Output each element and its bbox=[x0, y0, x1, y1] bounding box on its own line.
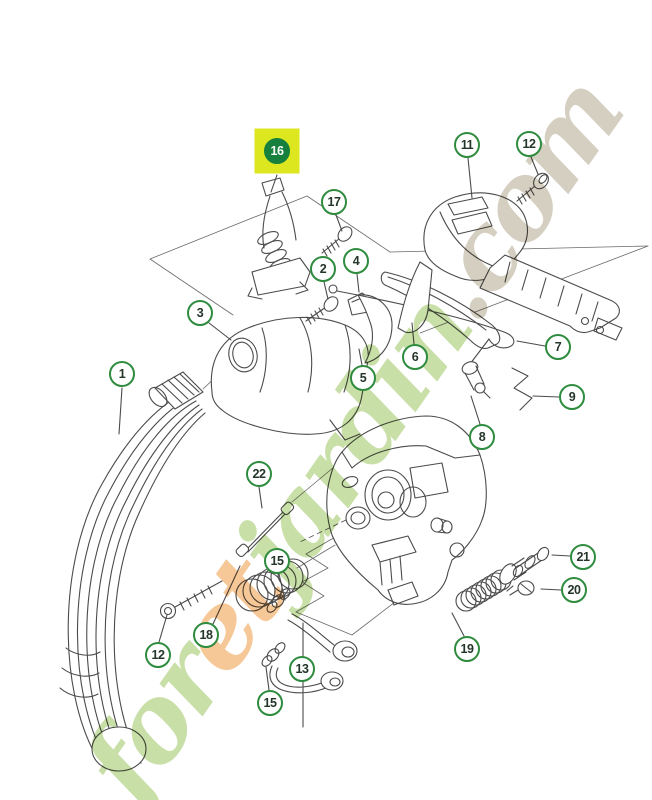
callout-5[interactable]: 5 bbox=[350, 365, 376, 391]
callout-7[interactable]: 7 bbox=[545, 334, 571, 360]
callout-21[interactable]: 21 bbox=[570, 544, 596, 570]
part-screw-17 bbox=[321, 226, 353, 257]
part-main-housing bbox=[299, 415, 487, 606]
callout-11[interactable]: 11 bbox=[454, 132, 480, 158]
part-cable-22 bbox=[235, 501, 295, 558]
callout-3[interactable]: 3 bbox=[187, 300, 213, 326]
part-screw-2 bbox=[305, 296, 339, 325]
part-hose-13-lower bbox=[269, 665, 344, 694]
cable-leader-line bbox=[291, 461, 341, 503]
callout-15[interactable]: 15 bbox=[257, 690, 283, 716]
callout-4[interactable]: 4 bbox=[343, 248, 369, 274]
part-front-handle-tube bbox=[59, 371, 206, 772]
callout-20[interactable]: 20 bbox=[561, 577, 587, 603]
callout-6[interactable]: 6 bbox=[402, 344, 428, 370]
callout-1[interactable]: 1 bbox=[109, 361, 135, 387]
part-screw-20 bbox=[506, 580, 535, 596]
part-screw-12-top bbox=[516, 172, 549, 205]
callout-17[interactable]: 17 bbox=[321, 189, 347, 215]
part-fitting-15-lower bbox=[261, 642, 286, 667]
callout-16[interactable]: 16 bbox=[264, 138, 290, 164]
part-z-wire bbox=[511, 367, 533, 411]
part-spring-19 bbox=[455, 557, 527, 612]
part-top-cover bbox=[210, 316, 369, 441]
callout-18[interactable]: 18 bbox=[193, 622, 219, 648]
spring-axis-line bbox=[296, 544, 336, 569]
part-throttle-trigger-assembly bbox=[247, 177, 311, 300]
callout-19[interactable]: 19 bbox=[454, 636, 480, 662]
part-screw-12-bottom bbox=[159, 580, 223, 620]
part-trigger bbox=[357, 294, 393, 364]
callout-22[interactable]: 22 bbox=[246, 461, 272, 487]
callout-15[interactable]: 15 bbox=[264, 548, 290, 574]
callout-9[interactable]: 9 bbox=[559, 384, 585, 410]
callout-12[interactable]: 12 bbox=[516, 131, 542, 157]
part-rear-handle bbox=[397, 192, 623, 341]
callout-leader-lines bbox=[118, 156, 571, 728]
callout-8[interactable]: 8 bbox=[469, 424, 495, 450]
callout-13[interactable]: 13 bbox=[289, 656, 315, 682]
part-pin-21 bbox=[512, 546, 550, 578]
callout-2[interactable]: 2 bbox=[310, 256, 336, 282]
part-fitting-15-upper bbox=[266, 588, 291, 613]
part-hose-13-upper bbox=[287, 613, 358, 662]
part-link bbox=[461, 361, 491, 399]
callout-12[interactable]: 12 bbox=[145, 642, 171, 668]
